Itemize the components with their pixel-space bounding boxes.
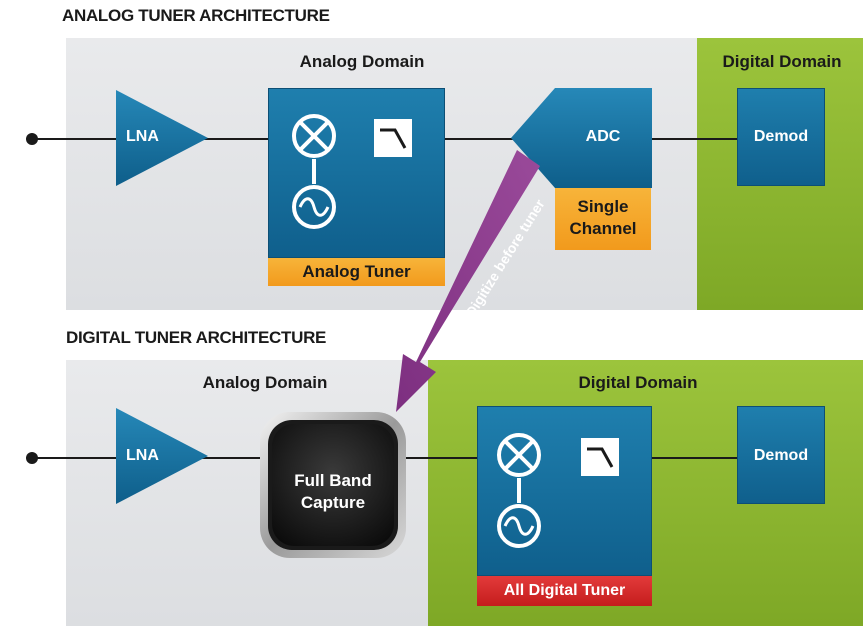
analog-tuner-label: Analog Tuner bbox=[268, 258, 445, 286]
oscillator-icon-bottom bbox=[497, 504, 541, 548]
mixer-oscillator-link bbox=[312, 159, 316, 184]
digital-architecture-title: DIGITAL TUNER ARCHITECTURE bbox=[66, 328, 327, 347]
analog-domain-label-bottom: Analog Domain bbox=[202, 373, 328, 392]
lna-label-bottom: LNA bbox=[126, 447, 159, 464]
demod-block-top bbox=[737, 88, 825, 186]
single-channel-line2: Channel bbox=[569, 219, 637, 238]
lowpass-filter-icon bbox=[374, 119, 412, 157]
analog-tuner-block bbox=[268, 88, 445, 258]
single-channel-label: Single Channel bbox=[555, 188, 651, 250]
analog-architecture-title: ANALOG TUNER ARCHITECTURE bbox=[62, 6, 330, 25]
capture-line1: Full Band bbox=[294, 471, 372, 490]
demod-block-bottom bbox=[737, 406, 825, 504]
full-band-capture-label: Full Band Capture bbox=[272, 470, 394, 514]
lna-label: LNA bbox=[126, 128, 159, 145]
lna-amplifier-icon bbox=[116, 90, 208, 186]
adc-block bbox=[511, 88, 652, 188]
mixer-icon-bottom bbox=[497, 433, 541, 477]
digital-tuner-block bbox=[477, 406, 652, 576]
demod-label-top: Demod bbox=[753, 128, 809, 145]
mixer-oscillator-link-bottom bbox=[517, 478, 521, 503]
adc-label: ADC bbox=[585, 128, 621, 145]
capture-line2: Capture bbox=[300, 493, 366, 512]
oscillator-icon bbox=[292, 185, 336, 229]
mixer-icon bbox=[292, 114, 336, 158]
digital-domain-label: Digital Domain bbox=[722, 52, 842, 71]
digital-domain-label-bottom: Digital Domain bbox=[578, 373, 698, 392]
lowpass-filter-icon-bottom bbox=[581, 438, 619, 476]
digitize-arrow bbox=[396, 150, 540, 412]
all-digital-tuner-label: All Digital Tuner bbox=[477, 576, 652, 606]
full-band-capture-chip bbox=[260, 412, 406, 558]
analog-domain-label: Analog Domain bbox=[299, 52, 425, 71]
lna-amplifier-icon-bottom bbox=[116, 408, 208, 504]
demod-label-bottom: Demod bbox=[753, 447, 809, 464]
single-channel-line1: Single bbox=[577, 197, 629, 216]
